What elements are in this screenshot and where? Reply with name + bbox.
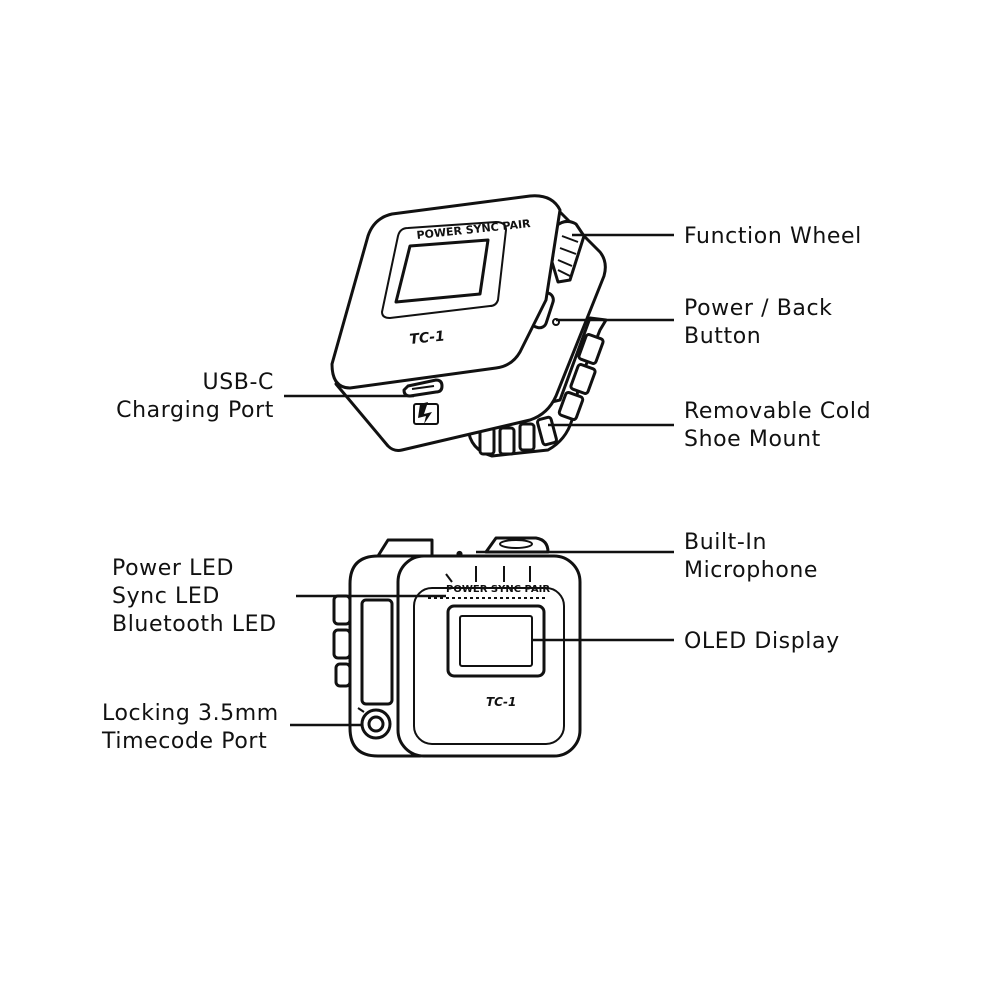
- usb-c-port: [402, 378, 444, 398]
- panel-text-bottom: POWER SYNC PAIR: [446, 584, 550, 595]
- timecode-port: [357, 707, 392, 740]
- callout-cold-shoe-line1: Removable Cold: [684, 399, 871, 424]
- callout-function-wheel: Function Wheel: [684, 224, 862, 249]
- callout-power-back-line1: Power / Back: [684, 296, 833, 321]
- led-indicators: [428, 566, 548, 599]
- leader-lines-bottom: [290, 550, 674, 727]
- callout-oled: OLED Display: [684, 629, 840, 654]
- callout-cold-shoe-line2: Shoe Mount: [684, 427, 821, 452]
- oled-display: [446, 604, 546, 678]
- device-bottom-illustration: POWER SYNC PAIR ● TC-1: [332, 536, 582, 758]
- side-panel-slot: [360, 598, 394, 706]
- callout-usb-line1: USB-C: [203, 370, 274, 395]
- callout-sync-led: Sync LED: [112, 584, 220, 609]
- microphone-housing: [376, 536, 550, 558]
- side-grips: [332, 594, 352, 688]
- callout-bluetooth-led: Bluetooth LED: [112, 612, 277, 637]
- callout-mic-line1: Built-In: [684, 530, 767, 555]
- callout-mic-line2: Microphone: [684, 558, 818, 583]
- callout-timecode-line2: Timecode Port: [101, 729, 267, 754]
- callout-usb-line2: Charging Port: [116, 398, 274, 423]
- callout-timecode-line1: Locking 3.5mm: [102, 701, 279, 726]
- device-top-illustration: POWER SYNC PAIR TC-1: [330, 194, 608, 458]
- usb-symbol-icon: [413, 402, 439, 425]
- screen-top: [394, 238, 490, 304]
- leader-lines-top: [284, 233, 674, 427]
- callout-power-led: Power LED: [112, 556, 234, 581]
- callout-power-back-line2: Button: [684, 324, 761, 349]
- model-label-bottom: TC-1: [486, 695, 516, 709]
- model-label-top: TC-1: [409, 328, 446, 348]
- function-wheel[interactable]: [550, 219, 586, 284]
- mic-hole-label: ●: [456, 549, 463, 558]
